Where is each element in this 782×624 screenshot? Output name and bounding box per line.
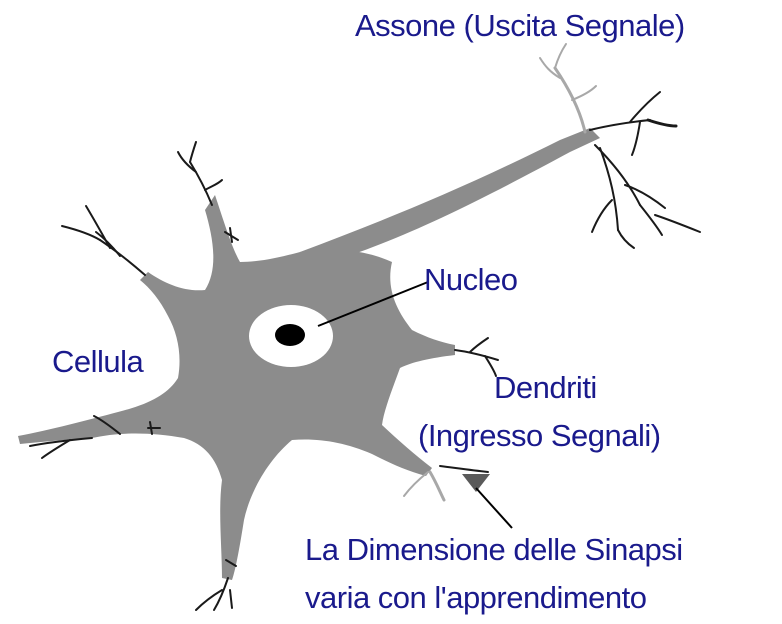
cell-body-shape [18,195,455,580]
dendrites-sublabel: (Ingresso Segnali) [418,420,661,451]
axon-shape [300,128,600,262]
cell-label: Cellula [52,346,143,377]
synapse-label-line2: varia con l'apprendimento [305,582,647,613]
synapse-label-line1: La Dimensione delle Sinapsi [305,534,683,565]
nucleolus [275,324,305,346]
synapse-pointer [476,488,512,528]
nucleus-label: Nucleo [424,264,518,295]
axon-label: Assone (Uscita Segnale) [355,10,685,41]
dendrites-label: Dendriti [494,372,597,403]
